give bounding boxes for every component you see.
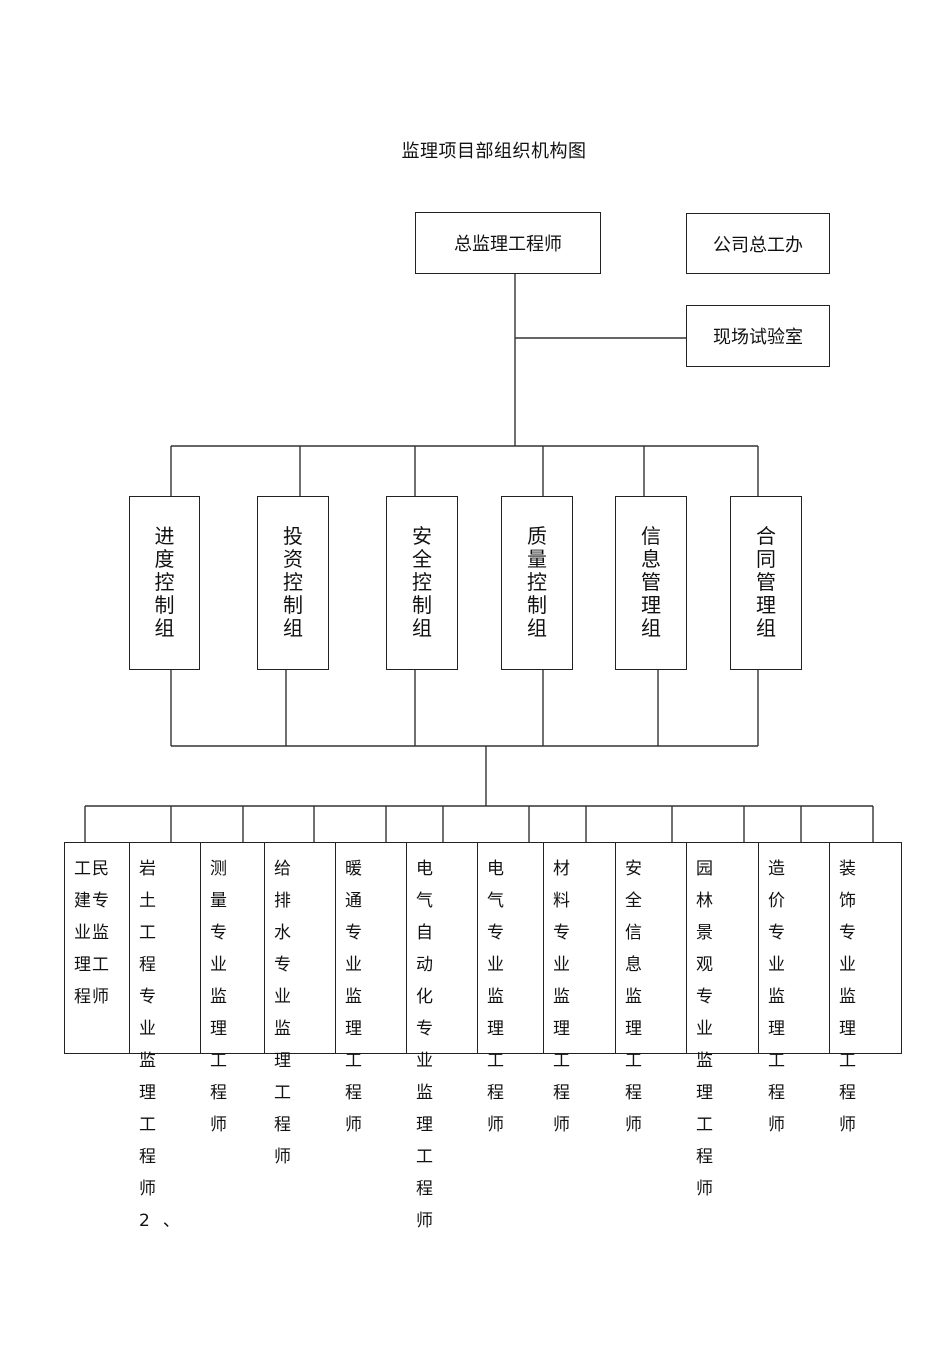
group-box-contract: 合同管理组 (730, 496, 802, 670)
engineer-box-plumbing: 给排水专业监理工程师 (264, 842, 336, 1167)
engineer-box-hvac: 暖通专业监理工程师 (335, 842, 407, 1135)
group-box-schedule: 进度控制组 (129, 496, 200, 670)
engineer-label: 装饰专业监理工程师 (839, 859, 869, 1135)
engineer-box-cost: 造价专业监理工程师 (758, 842, 830, 1135)
engineer-box-electrical: 电气专业监理工程师 (477, 842, 544, 1135)
company-office-box: 公司总工办 (686, 213, 830, 274)
company-office-label: 公司总工办 (713, 234, 803, 256)
engineer-box-civil: 工民建专业监理工程师 (64, 842, 130, 1054)
engineer-box-decoration: 装饰专业监理工程师 (829, 842, 902, 1135)
group-label: 合同管理组 (756, 524, 776, 640)
engineer-label: 安全信息监理工程师 (625, 859, 655, 1135)
engineer-label: 工民建专业监理工程师 (74, 859, 110, 1007)
engineer-box-landscape: 园林景观专业监理工程师 (686, 842, 759, 1199)
engineer-box-automation: 电气自动化专业监理工程师 (406, 842, 478, 1231)
engineer-box-survey: 测量专业监理工程师 (200, 842, 265, 1135)
field-lab-box: 现场试验室 (686, 305, 830, 367)
engineer-label: 材料专业监理工程师 (553, 859, 583, 1135)
engineer-box-safety-info: 安全信息监理工程师 (615, 842, 687, 1135)
engineer-box-materials: 材料专业监理工程师 (543, 842, 617, 1135)
engineer-label: 测量专业监理工程师 (210, 859, 240, 1135)
engineer-label: 给排水专业监理工程师 (274, 859, 304, 1167)
field-lab-label: 现场试验室 (713, 327, 803, 348)
chief-engineer-label: 总监理工程师 (454, 234, 562, 255)
group-box-information: 信息管理组 (615, 496, 687, 670)
engineer-label: 园林景观专业监理工程师 (696, 859, 726, 1199)
engineer-label: 岩土工程专业监理工程师2、 (139, 859, 193, 1231)
chief-engineer-box: 总监理工程师 (415, 212, 601, 274)
group-box-safety: 安全控制组 (386, 496, 458, 670)
group-box-quality: 质量控制组 (501, 496, 573, 670)
group-label: 安全控制组 (412, 524, 432, 640)
engineer-label: 电气自动化专业监理工程师 (416, 859, 446, 1231)
group-box-investment: 投资控制组 (257, 496, 329, 670)
group-label: 信息管理组 (641, 524, 661, 640)
engineer-label: 电气专业监理工程师 (487, 859, 517, 1135)
engineer-label: 暖通专业监理工程师 (345, 859, 375, 1135)
engineer-box-geotech: 岩土工程专业监理工程师2、 (129, 842, 201, 1231)
group-label: 质量控制组 (527, 524, 547, 640)
group-label: 投资控制组 (283, 524, 303, 640)
chart-title: 监理项目部组织机构图 (401, 141, 587, 162)
engineer-label: 造价专业监理工程师 (768, 859, 798, 1135)
group-label: 进度控制组 (154, 524, 175, 640)
